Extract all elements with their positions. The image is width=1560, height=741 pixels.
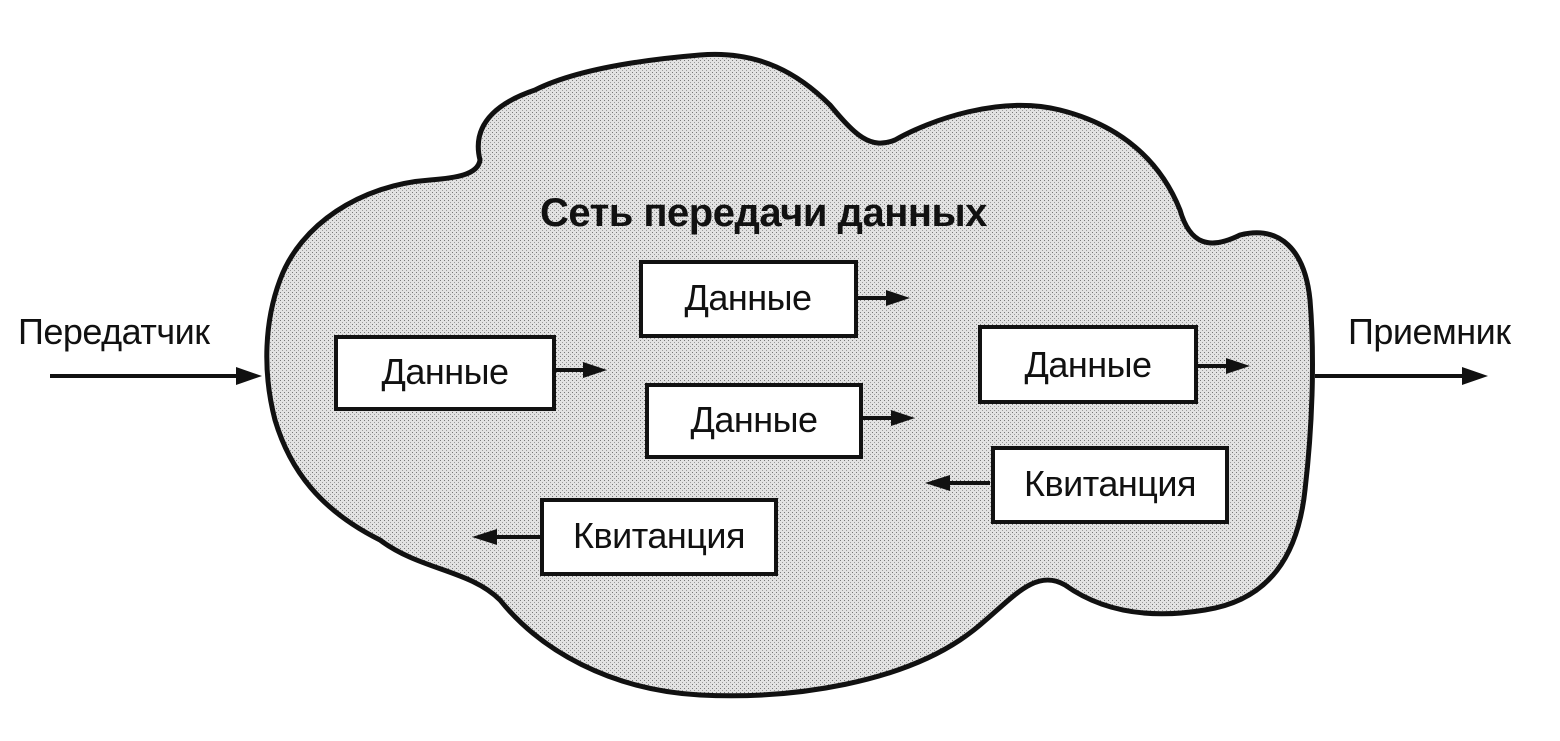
data-packet-3-arrow-head [891,410,915,426]
ack-packet-1: Квитанция [991,446,1229,524]
data-packet-3: Данные [645,383,863,459]
data-packet-2: Данные [639,260,858,338]
ack-packet-1-label: Квитанция [1024,463,1196,504]
data-packet-1-label: Данные [381,351,508,392]
data-packet-2-label: Данные [684,277,811,318]
data-packet-3-label: Данные [690,399,817,440]
data-packet-1: Данные [334,335,556,411]
sender-arrow-head [236,367,262,385]
data-packet-4: Данные [978,325,1198,404]
receiver-label: Приемник [1348,311,1511,352]
data-packet-4-arrow-head [1226,358,1250,374]
network-title: Сеть передачи данных [540,191,987,235]
ack-packet-2: Квитанция [540,498,778,576]
data-packet-2-arrow-head [886,290,910,306]
ack-packet-2-label: Квитанция [573,515,745,556]
sender-label: Передатчик [18,311,210,352]
data-packet-1-arrow-head [583,362,607,378]
data-packet-4-label: Данные [1024,344,1151,385]
receiver-arrow-head [1462,367,1488,385]
ack-packet-2-arrow-head [472,529,497,545]
ack-packet-1-arrow-head [925,475,950,491]
